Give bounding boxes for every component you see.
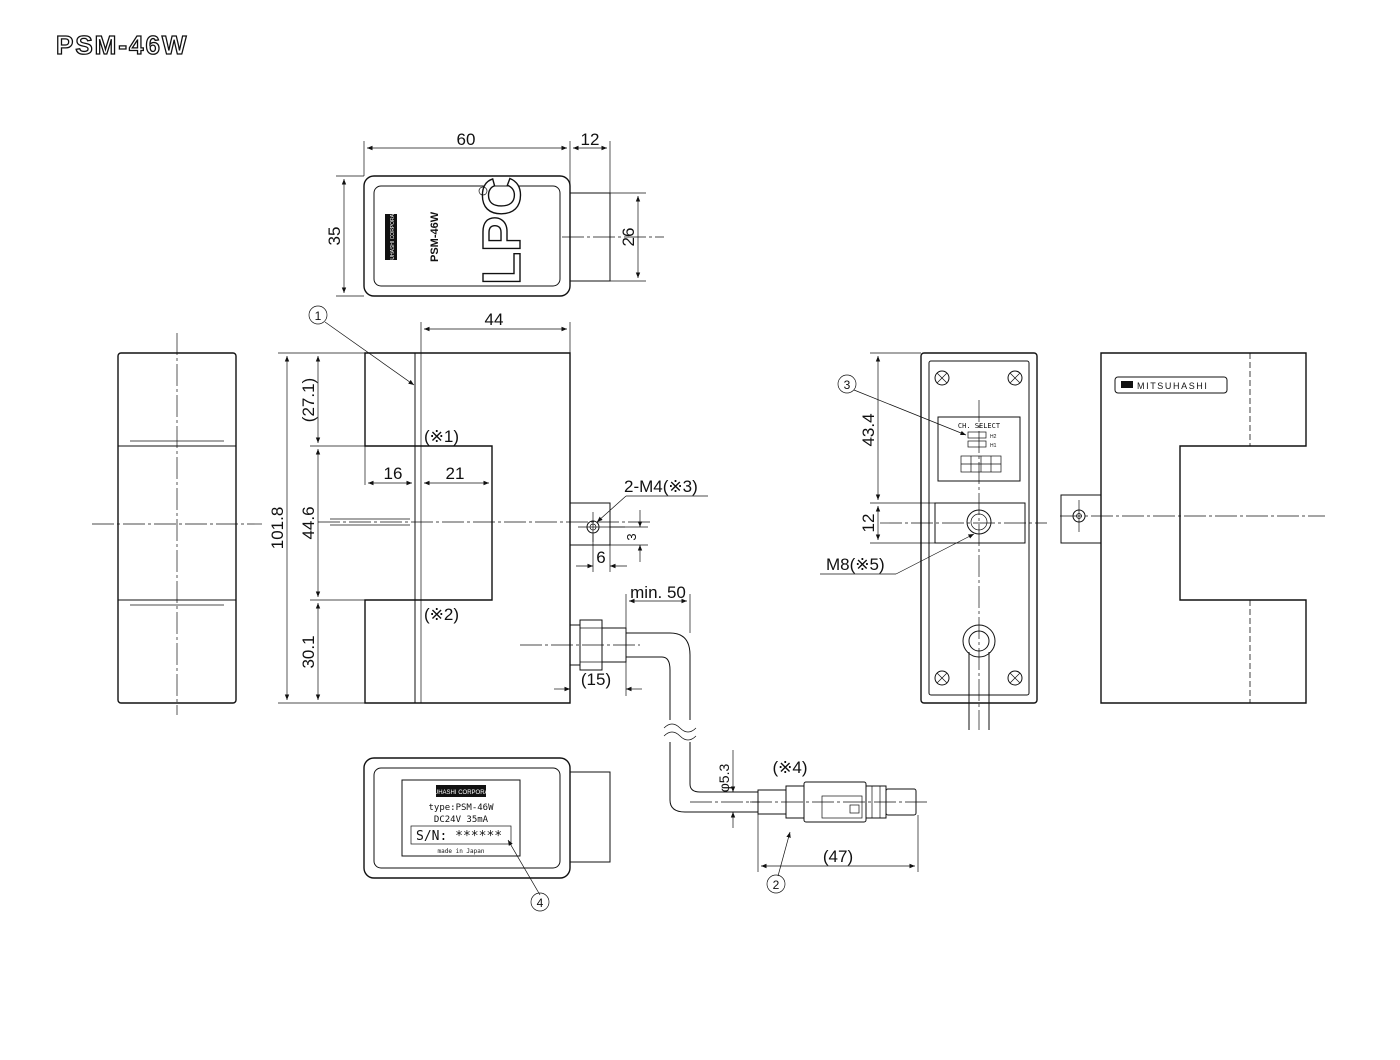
callout-1: 1 — [315, 309, 322, 323]
dim-diameter: φ5.3 — [716, 764, 732, 793]
dim-right: 21 — [446, 464, 465, 483]
screw-icon — [934, 670, 950, 686]
dim-depth: 44 — [485, 310, 504, 329]
power-line: DC24V 35mA — [434, 815, 489, 825]
page-title: PSM-46W — [55, 29, 189, 60]
left-side-view — [92, 333, 262, 715]
thread-note: M8(※5) — [826, 555, 885, 574]
panel-row-2: H1 — [990, 443, 997, 449]
brand-stamp: MITSUHASHI CORPORATION — [385, 202, 397, 272]
dim-slot: 44.6 — [299, 506, 318, 539]
serial-number: S/N: ****** — [416, 829, 502, 844]
dim-mount: 12 — [859, 514, 878, 533]
lpc-logo: LPC — [472, 177, 532, 285]
type-line: type:PSM-46W — [428, 803, 494, 813]
origin-line: made in Japan — [438, 848, 485, 855]
front-view: 1 44 101.8 (27.1) 44.6 30.1 — [268, 305, 708, 720]
bottom-view: MITSUHASHI CORPORATION type:PSM-46W DC24… — [363, 757, 611, 912]
dim-back-upper: 43.4 — [859, 413, 878, 446]
dim-left: 16 — [384, 464, 403, 483]
screw-icon — [934, 370, 950, 386]
side-brand: MITSUHASHI — [1137, 381, 1209, 391]
brand-plate: MITSUHASHI CORPORATION — [420, 790, 503, 796]
dim-cable-min: min. 50 — [630, 583, 686, 602]
dim-total: 101.8 — [268, 507, 287, 550]
dim-height: 35 — [325, 227, 344, 246]
ch-select-title: CH. SELECT — [958, 422, 1001, 430]
callout-2: 2 — [773, 878, 780, 892]
dim-cable-offset: (15) — [581, 670, 611, 689]
screw-icon — [1007, 370, 1023, 386]
svg-text:MITSUHASHI CORPORATION: MITSUHASHI CORPORATION — [390, 202, 396, 271]
note-1: (※1) — [424, 427, 459, 446]
dim-connector-height: 26 — [619, 228, 638, 247]
dim-hole-x: 6 — [596, 548, 605, 567]
dim-lower: 30.1 — [299, 635, 318, 668]
dim-hole-offset: 3 — [624, 533, 639, 540]
callout-4: 4 — [537, 896, 544, 910]
dim-connector: 12 — [581, 130, 600, 149]
top-view: MITSUHASHI CORPORATION PSM-46W LPC 60 12… — [325, 130, 664, 297]
connector-note: (※4) — [772, 758, 807, 777]
dim-width: 60 — [457, 130, 476, 149]
note-2: (※2) — [424, 605, 459, 624]
screw-icon — [1007, 670, 1023, 686]
dim-upper: (27.1) — [299, 378, 318, 422]
back-view: CH. SELECT H2 H1 3 — [820, 352, 1047, 730]
dim-connector-length: (47) — [823, 847, 853, 866]
callout-3: 3 — [844, 378, 851, 392]
cable-connector: φ5.3 (47) (※4) 2 — [663, 723, 930, 894]
tap-note: 2-M4(※3) — [624, 477, 698, 496]
right-side-view: MITSUHASHI — [1060, 352, 1325, 704]
panel-row-1: H2 — [990, 434, 997, 440]
model-label: PSM-46W — [429, 211, 441, 262]
